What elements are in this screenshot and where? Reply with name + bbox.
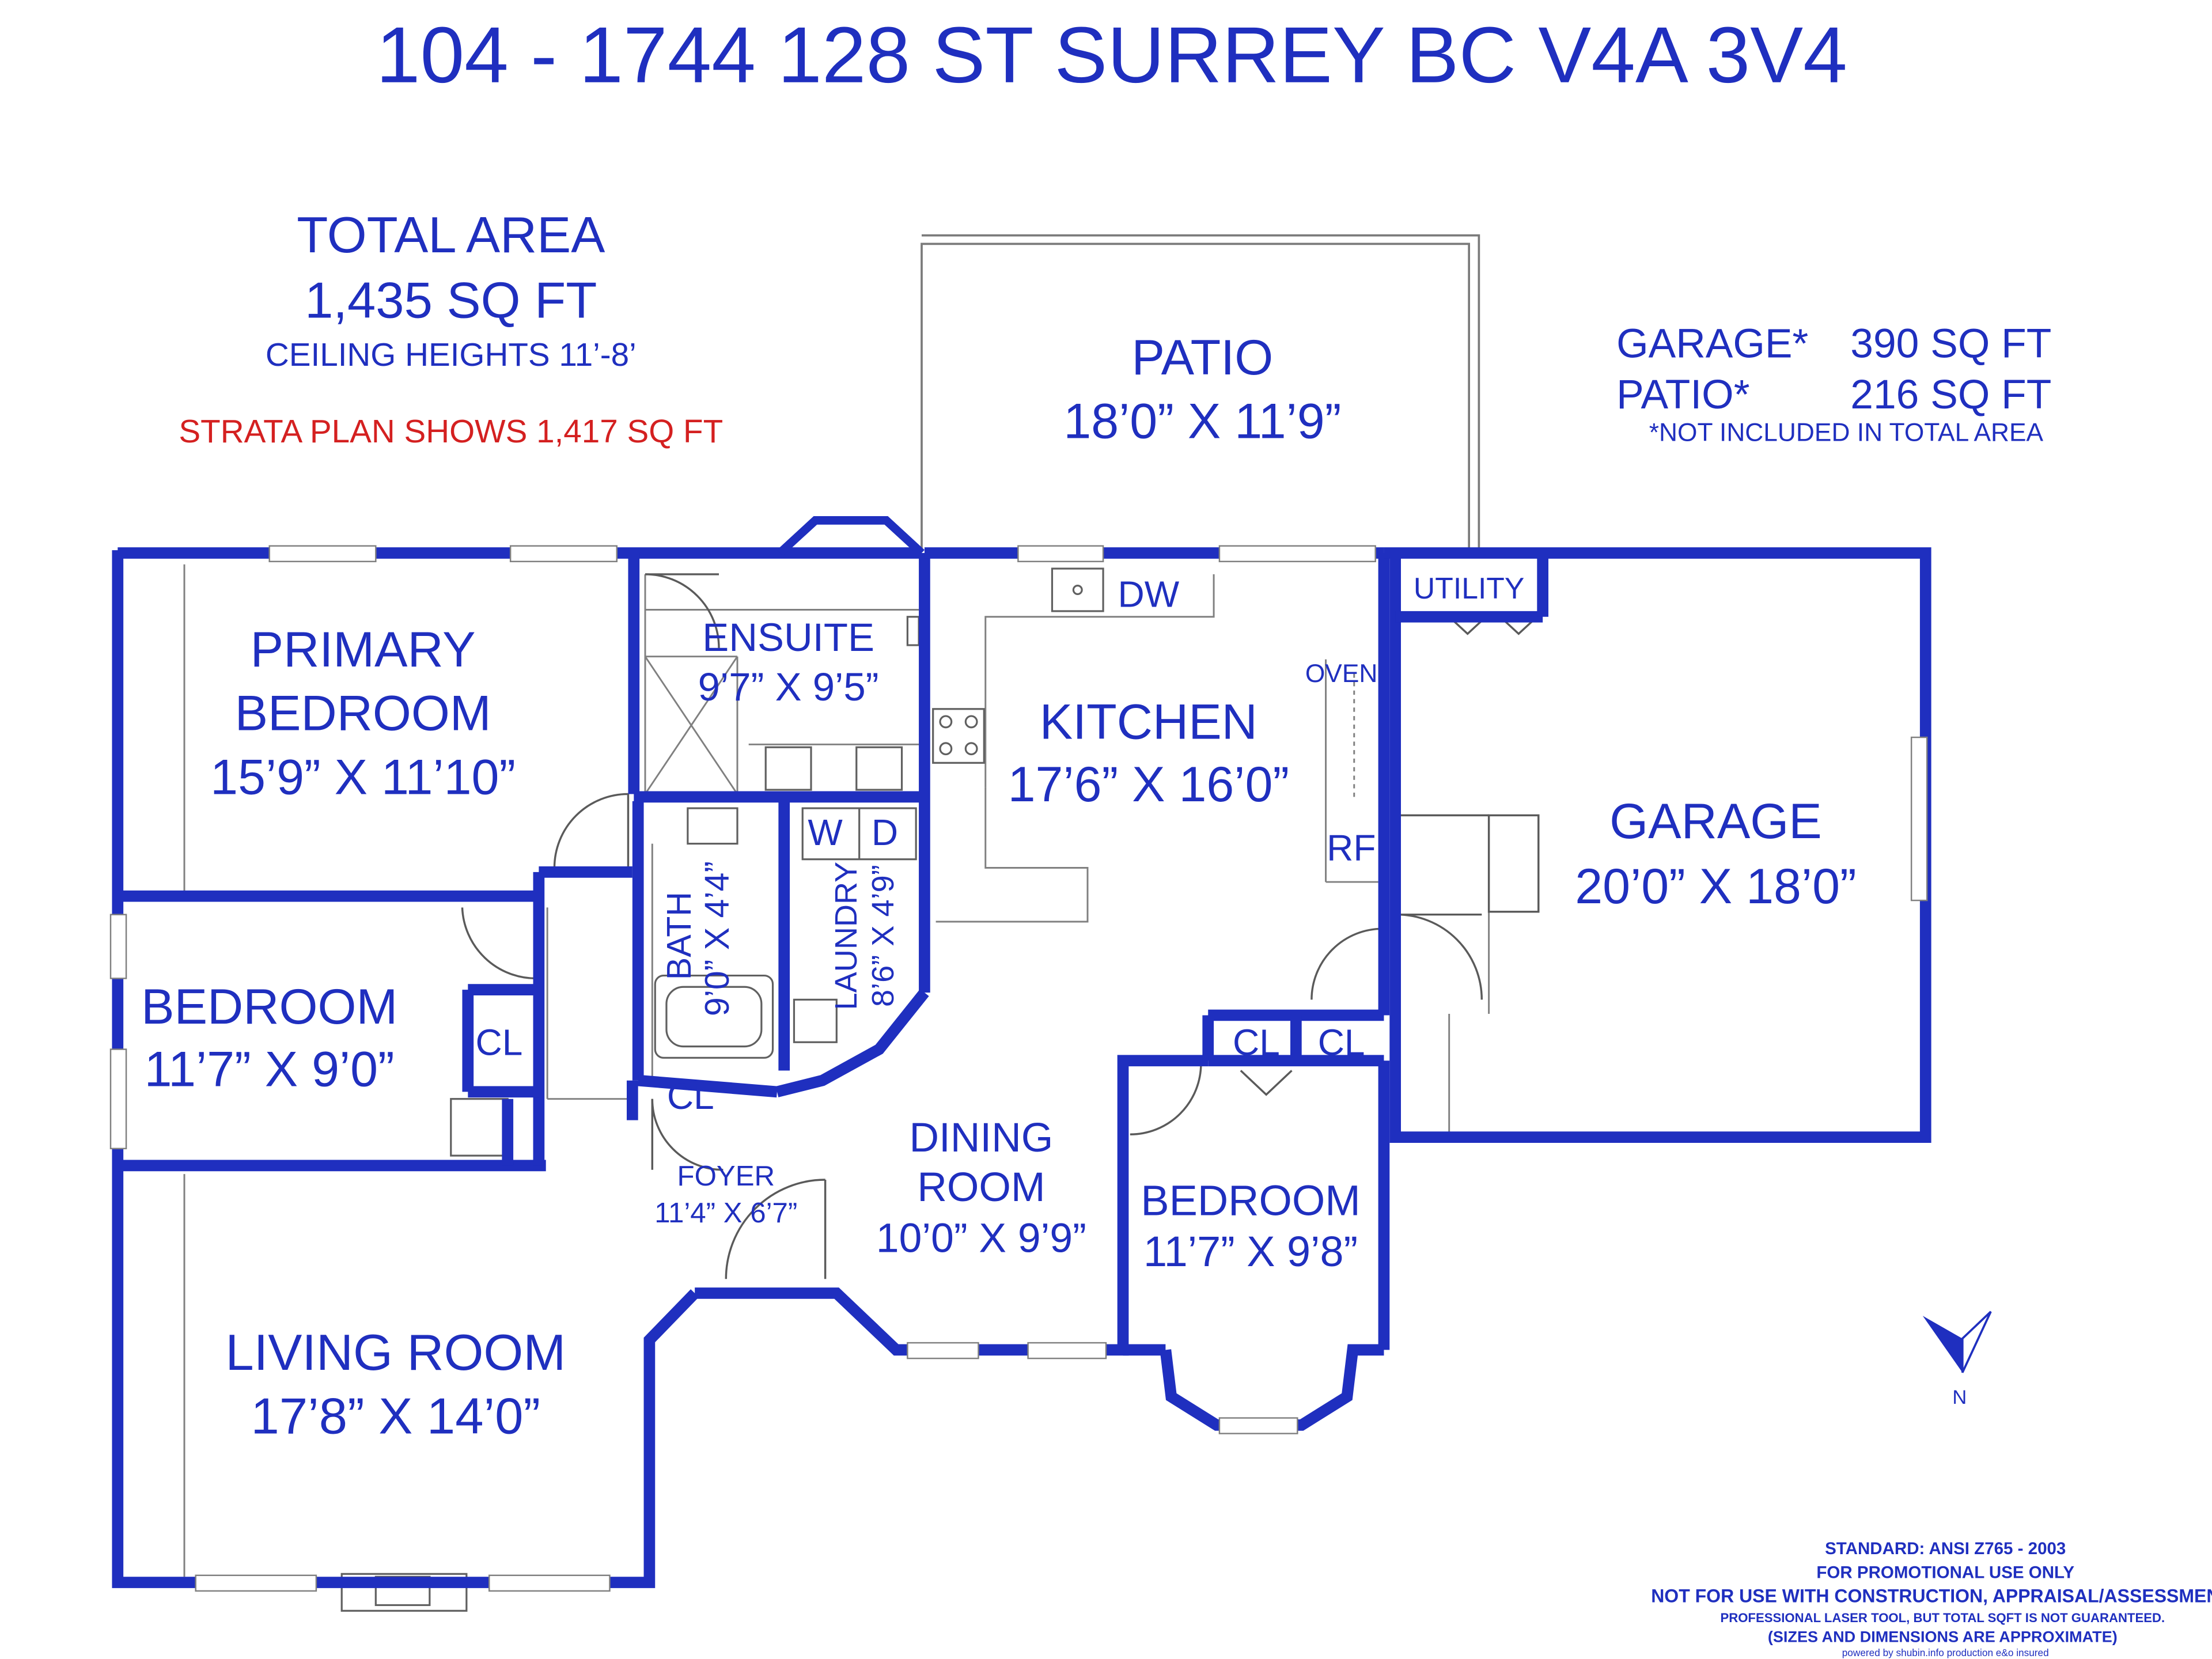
living-room-dims: 17’8” X 14’0” [251, 1388, 540, 1445]
disclaimer: STANDARD: ANSI Z765 - 2003 FOR PROMOTION… [1651, 1539, 2212, 1658]
patio-outline [921, 234, 1480, 551]
strata-note: STRATA PLAN SHOWS 1,417 SQ FT [179, 413, 723, 449]
disclaimer-line-1: STANDARD: ANSI Z765 - 2003 [1825, 1539, 2066, 1558]
dishwasher-label: DW [1118, 574, 1180, 615]
walls [112, 547, 1931, 1588]
bedroom-3-dims: 11’7” X 9’8” [1143, 1228, 1358, 1275]
laundry-dims: 8’6” X 4’9” [866, 865, 900, 1007]
disclaimer-line-4: PROFESSIONAL LASER TOOL, BUT TOTAL SQFT … [1720, 1611, 2165, 1625]
foyer-dims: 11’4” X 6’7” [654, 1197, 797, 1229]
total-area-label: TOTAL AREA [297, 206, 605, 263]
bedroom-2-dims: 11’7” X 9’0” [145, 1042, 395, 1097]
address-title: 104 - 1744 128 ST SURREY BC V4A 3V4 [376, 11, 1847, 100]
foyer-name: FOYER [677, 1160, 775, 1192]
dining-name-1: DINING [909, 1115, 1053, 1161]
patio-area-label: PATIO* [1616, 372, 1749, 418]
closet-label-hall-2: CL [1318, 1021, 1365, 1063]
windows [109, 545, 1928, 1592]
fridge-label: RF [1327, 827, 1376, 869]
bath-dims: 9’0” X 4’4” [698, 861, 736, 1016]
dryer-label: D [872, 812, 898, 853]
fixtures [340, 567, 1104, 1612]
patio-area-value: 216 SQ FT [1850, 372, 2051, 418]
kitchen-dims: 17’6” X 16’0” [1008, 757, 1289, 812]
ceiling-heights: CEILING HEIGHTS 11’-8’ [266, 336, 637, 373]
oven-label: OVEN [1305, 660, 1378, 688]
disclaimer-line-6: powered by shubin.info production e&o in… [1842, 1647, 2049, 1658]
fixture-labels: DW OVEN RF W D CL CL CL CL [476, 574, 1378, 1117]
closet-label-foyer: CL [667, 1075, 714, 1117]
ensuite-name: ENSUITE [702, 615, 874, 660]
patio-name: PATIO [1132, 330, 1274, 385]
laundry-name: LAUNDRY [829, 862, 863, 1010]
disclaimer-line-3: NOT FOR USE WITH CONSTRUCTION, APPRAISAL… [1651, 1586, 2212, 1607]
garage-name: GARAGE [1609, 794, 1822, 849]
garage-dims: 20’0” X 18’0” [1575, 859, 1856, 914]
primary-bedroom-name-1: PRIMARY [251, 622, 476, 677]
room-labels: PATIO 18’0” X 11’9” PRIMARY BEDROOM 15’9… [141, 330, 1857, 1445]
utility-name: UTILITY [1414, 571, 1524, 605]
primary-bedroom-dims: 15’9” X 11’10” [210, 749, 516, 805]
dining-dims: 10’0” X 9’9” [876, 1215, 1086, 1262]
north-label: N [1952, 1387, 1967, 1408]
not-included-note: *NOT INCLUDED IN TOTAL AREA [1649, 419, 2044, 447]
closet-label-bedroom2: CL [476, 1021, 523, 1063]
bedroom-2-name: BEDROOM [141, 979, 397, 1035]
closet-label-hall-1: CL [1233, 1021, 1280, 1063]
patio-dims: 18’0” X 11’9” [1063, 394, 1341, 449]
living-room-name: LIVING ROOM [225, 1324, 566, 1381]
bedroom-3-name: BEDROOM [1141, 1177, 1360, 1225]
ensuite-bay [777, 516, 925, 556]
garage-area-label: GARAGE* [1616, 320, 1808, 366]
garage-area-value: 390 SQ FT [1850, 320, 2051, 366]
disclaimer-line-2: FOR PROMOTIONAL USE ONLY [1816, 1563, 2074, 1582]
ensuite-dims: 9’7” X 9’5” [698, 665, 879, 709]
kitchen-name: KITCHEN [1040, 694, 1257, 749]
washer-label: W [808, 812, 843, 853]
north-arrow-icon: N [1922, 1310, 1992, 1408]
dining-name-2: ROOM [917, 1164, 1045, 1210]
disclaimer-line-5: (SIZES AND DIMENSIONS ARE APPROXIMATE) [1768, 1627, 2118, 1645]
primary-bedroom-name-2: BEDROOM [235, 686, 491, 741]
total-area-value: 1,435 SQ FT [305, 271, 597, 328]
bath-name: BATH [660, 892, 698, 980]
